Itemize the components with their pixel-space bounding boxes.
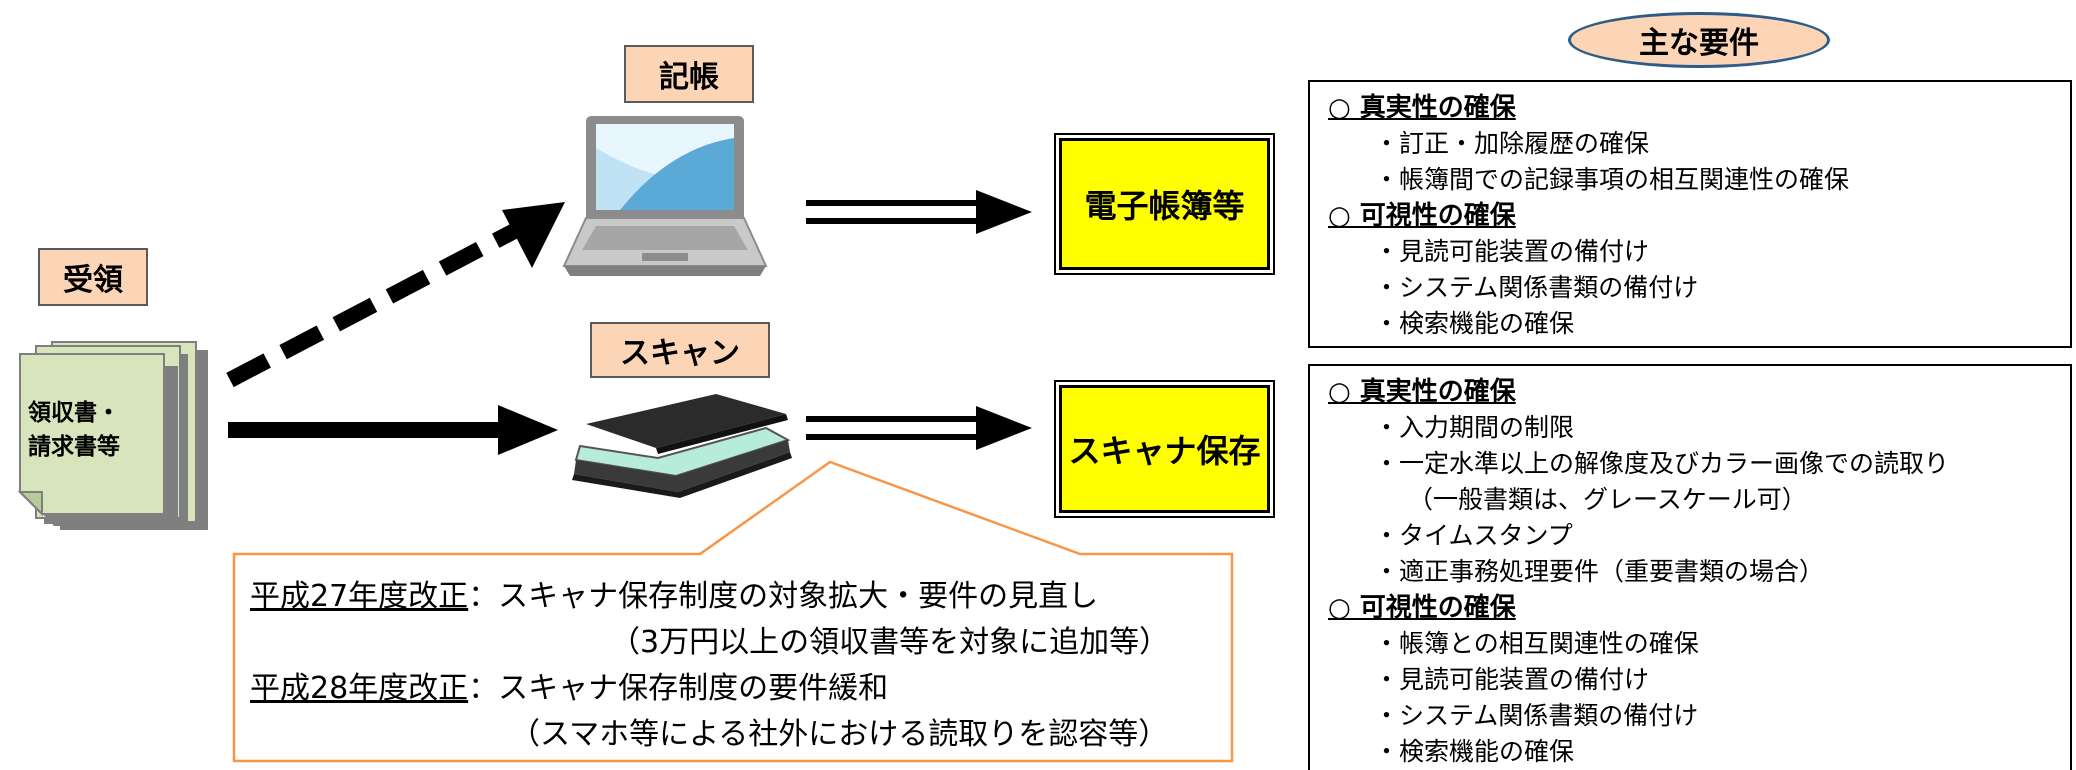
rev28-line: 平成28年度改正：スキャナ保存制度の要件緩和 [250,666,1169,712]
rev27-sub-line: （3万円以上の領収書等を対象に追加等） [250,620,1169,666]
requirement-item: ・検索機能の確保 [1374,737,1575,766]
visibility-heading: ○ 可視性の確保 [1328,201,1516,231]
electronic-books-box: 電子帳簿等 [1054,133,1275,275]
document-stack-icon [17,341,208,530]
receipt-label-text: 受領 [63,263,123,298]
rev27-sub: （3万円以上の領収書等を対象に追加等） [610,625,1170,660]
rev27-text: ：スキャナ保存制度の対象拡大・要件の見直し [468,579,1099,614]
requirement-item: ・検索機能の確保 [1374,309,1575,338]
requirements-title-text: 主な要件 [1639,26,1759,61]
requirements-title: 主な要件 [1568,12,1830,68]
scanner-icon [572,394,792,498]
scanner-storage-text: スキャナ保存 [1068,432,1261,470]
authenticity-heading: ○ 真実性の確保 [1328,93,1516,123]
requirement-item: ・一定水準以上の解像度及びカラー画像での読取り [1374,449,1950,478]
receipt-label: 受領 [38,248,148,306]
requirement-item: ・帳簿間での記録事項の相互関連性の確保 [1374,165,1850,194]
solid-arrow-to-scan [228,405,558,455]
double-arrow-top [806,190,1032,234]
document-label-line1: 領収書・ [28,400,120,426]
requirement-item: ・入力期間の制限 [1374,413,1575,442]
requirement-item: ・訂正・加除履歴の確保 [1374,129,1650,158]
visibility-heading: ○ 可視性の確保 [1328,593,1516,623]
rev28-sub-line: （スマホ等による社外における読取りを認容等） [250,712,1169,758]
laptop-icon [562,116,768,276]
requirements-box-scanner: ○ 真実性の確保 ・入力期間の制限 ・一定水準以上の解像度及びカラー画像での読取… [1308,364,2072,770]
authenticity-heading: ○ 真実性の確保 [1328,377,1516,407]
requirement-item: ・見読可能装置の備付け [1374,665,1650,694]
dashed-arrow-to-bookkeeping [226,202,565,388]
rev28-sub: （スマホ等による社外における読取りを認容等） [510,717,1169,752]
requirement-item: ・タイムスタンプ [1374,521,1573,550]
requirement-item: ・見読可能装置の備付け [1374,237,1650,266]
bookkeeping-label: 記帳 [624,45,754,103]
electronic-books-text: 電子帳簿等 [1084,187,1245,225]
requirement-item: ・帳簿との相互関連性の確保 [1374,629,1699,658]
revision-note: 平成27年度改正：スキャナ保存制度の対象拡大・要件の見直し （3万円以上の領収書… [250,574,1169,758]
bookkeeping-label-text: 記帳 [659,60,719,95]
rev27-line: 平成27年度改正：スキャナ保存制度の対象拡大・要件の見直し [250,574,1169,620]
rev28-label: 平成28年度改正 [250,671,469,706]
requirement-item: ・適正事務処理要件（重要書類の場合） [1374,557,1825,586]
rev28-text: ：スキャナ保存制度の要件緩和 [468,671,889,706]
document-label-line2: 請求書等 [28,434,120,460]
requirements-box-electronic: ○ 真実性の確保 ・訂正・加除履歴の確保 ・帳簿間での記録事項の相互関連性の確保… [1308,80,2072,348]
requirement-item: ・システム関係書類の備付け [1374,273,1699,302]
double-arrow-bottom [806,406,1032,450]
scan-label: スキャン [590,322,770,378]
document-label: 領収書・ 請求書等 [28,396,120,464]
scan-label-text: スキャン [620,336,740,371]
scanner-storage-box: スキャナ保存 [1054,380,1275,518]
requirement-item: ・システム関係書類の備付け [1374,701,1699,730]
requirement-subnote: （一般書類は、グレースケール可） [1408,485,1807,514]
rev27-label: 平成27年度改正 [250,579,469,614]
